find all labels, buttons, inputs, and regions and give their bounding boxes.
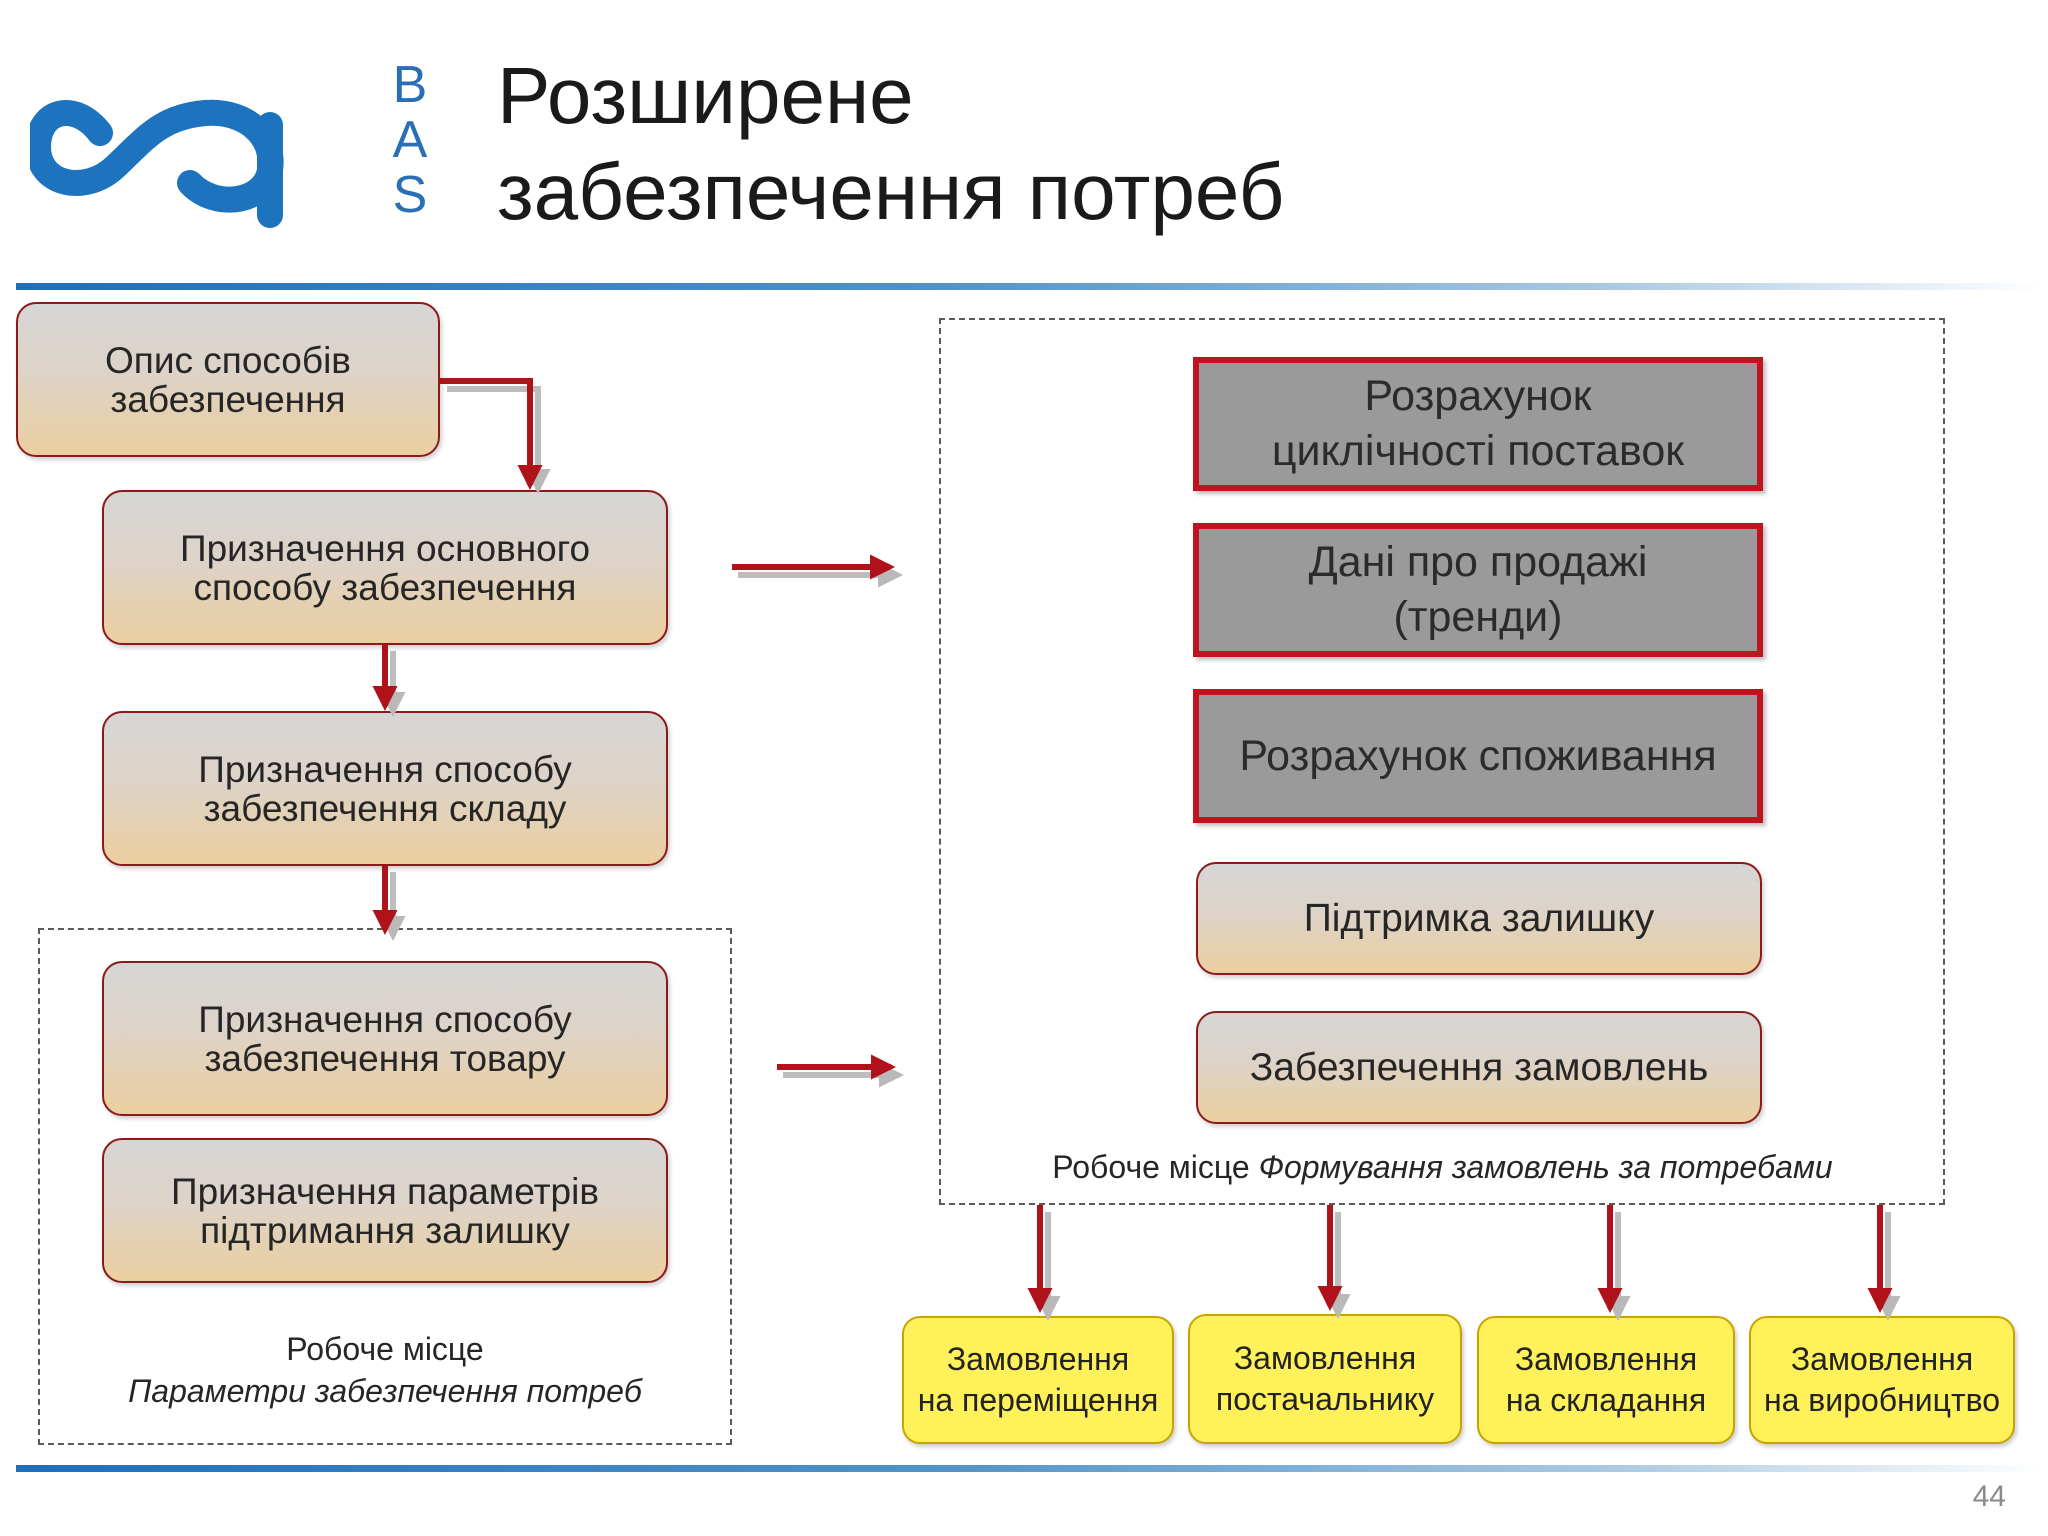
flow-step-stock-params: Призначення параметрів підтримання залиш… <box>102 1138 668 1283</box>
sales-data-box: Дані про продажі (тренди) <box>1193 523 1763 657</box>
order-supply-box: Забезпечення замовлень <box>1196 1011 1762 1124</box>
order-supply-label: Забезпечення замовлень <box>1249 1046 1709 1089</box>
arrow-method-to-main <box>440 378 543 491</box>
workplace-params-caption: Робоче місце Параметри забезпечення потр… <box>80 1328 690 1412</box>
slide-title: Розширене забезпечення потреб <box>497 48 1284 240</box>
bas-logo-icon <box>30 99 284 228</box>
workplace-orders-frame <box>939 318 1945 1205</box>
sales-data-label: Дані про продажі (тренди) <box>1308 538 1648 641</box>
footer-divider <box>16 1465 2046 1472</box>
flow-step-supply-methods: Опис способів забезпечення <box>16 302 440 457</box>
title-line-1: Розширене <box>497 51 914 140</box>
order-assembly-box: Замовлення на складання <box>1477 1316 1735 1444</box>
flow-step-warehouse-method: Призначення способу забезпечення складу <box>102 711 668 866</box>
flow-step-product-method: Призначення способу забезпечення товару <box>102 961 668 1116</box>
consumption-calc-box: Розрахунок споживання <box>1193 689 1763 823</box>
header-divider <box>16 283 2046 290</box>
flow-step-label: Опис способів забезпечення <box>105 339 351 420</box>
cycle-calc-label: Розрахунок циклічності поставок <box>1271 372 1685 475</box>
workplace-caption-name: Формування замовлень за потребами <box>1258 1149 1833 1185</box>
logo-letter-s: S <box>392 166 428 224</box>
order-production-box: Замовлення на виробництво <box>1749 1316 2015 1444</box>
consumption-calc-label: Розрахунок споживання <box>1239 731 1717 780</box>
workplace-caption-name: Параметри забезпечення потреб <box>128 1373 642 1409</box>
flow-step-label: Призначення параметрів підтримання залиш… <box>171 1170 599 1251</box>
logo-letter-a: A <box>392 111 428 169</box>
order-supplier-box: Замовлення постачальнику <box>1188 1314 1462 1444</box>
bas-letters: B A S <box>388 58 432 223</box>
flow-step-label: Призначення основного способу забезпечен… <box>179 527 591 608</box>
page-number: 44 <box>1972 1480 2006 1513</box>
workplace-caption-label: Робоче місце <box>1052 1149 1250 1185</box>
flow-step-label: Призначення способу забезпечення товару <box>198 998 572 1079</box>
flow-step-main-method: Призначення основного способу забезпечен… <box>102 490 668 645</box>
workplace-orders-caption: Робоче місце Формування замовлень за пот… <box>945 1146 1940 1188</box>
title-line-2: забезпечення потреб <box>497 147 1285 236</box>
order-transfer-box: Замовлення на переміщення <box>902 1316 1174 1444</box>
flow-step-label: Призначення способу забезпечення складу <box>198 748 572 829</box>
workplace-caption-label: Робоче місце <box>286 1331 484 1367</box>
stock-support-label: Підтримка залишку <box>1303 897 1655 940</box>
cycle-calc-box: Розрахунок циклічності поставок <box>1193 357 1763 491</box>
logo-letter-b: B <box>392 56 428 114</box>
stock-support-box: Підтримка залишку <box>1196 862 1762 975</box>
